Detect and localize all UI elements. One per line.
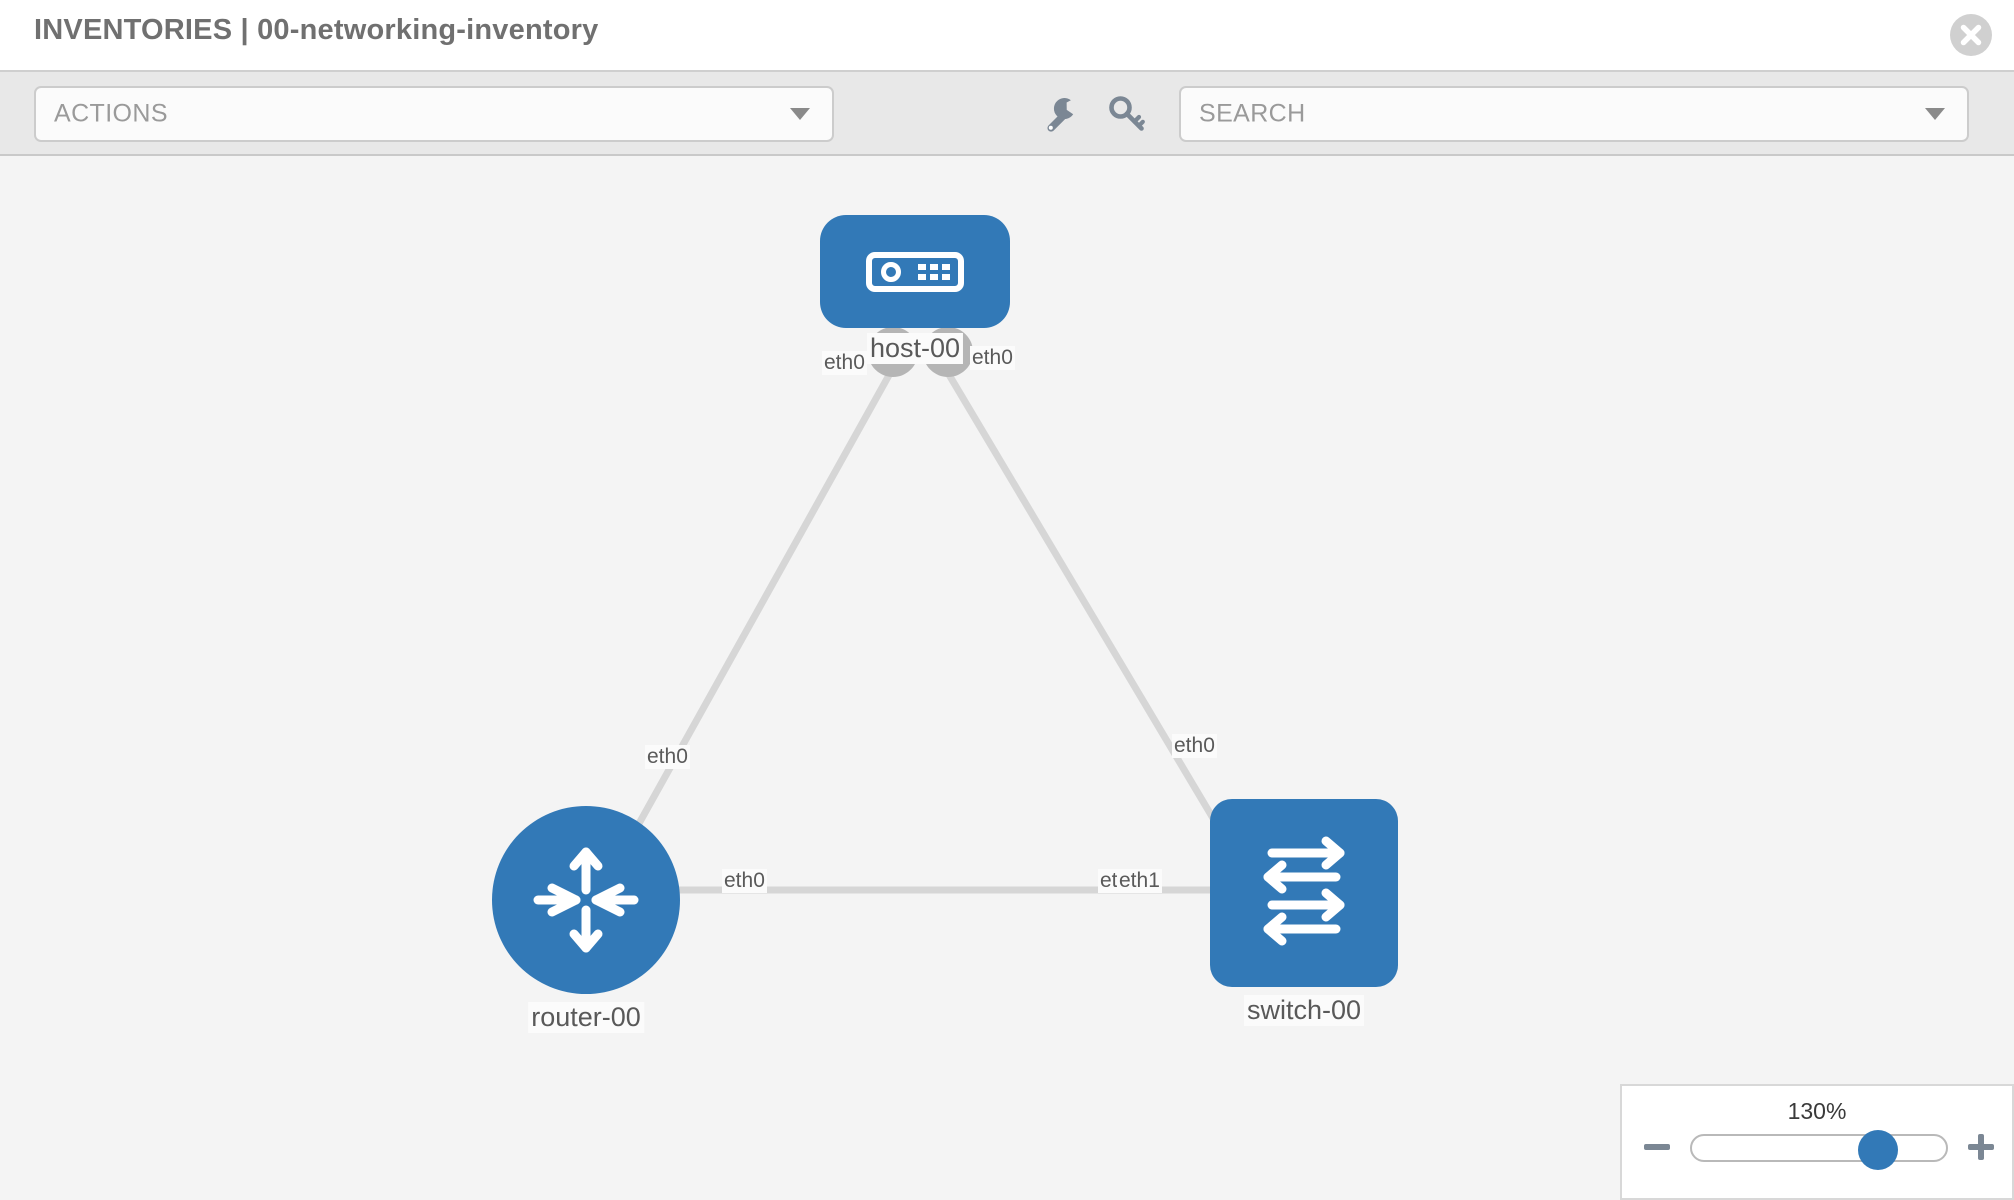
node-label-router-00: router-00: [528, 1002, 644, 1033]
page-header: INVENTORIES | 00-networking-inventory: [0, 0, 2014, 70]
interface-label-switch-up: eth0: [1172, 734, 1217, 758]
node-label-switch-00: switch-00: [1243, 995, 1365, 1026]
interface-label-host-right: eth0: [970, 346, 1015, 370]
link-host-switch[interactable]: [941, 366, 1249, 874]
router-icon: [533, 847, 639, 953]
node-host-00[interactable]: host-00: [820, 215, 1010, 364]
switch-node-shape[interactable]: [1210, 799, 1398, 987]
actions-dropdown-label: ACTIONS: [54, 99, 168, 128]
zoom-level-value: 130%: [1787, 1098, 1847, 1124]
search-placeholder: SEARCH: [1199, 99, 1306, 128]
interface-label-host-left: eth0: [822, 351, 867, 375]
chevron-down-icon: [790, 108, 810, 120]
topology-canvas[interactable]: host-00 router-00: [0, 156, 2014, 1200]
close-icon[interactable]: [1950, 14, 1992, 56]
zoom-control-panel: 130%: [1620, 1084, 2014, 1200]
minus-icon[interactable]: [1640, 1130, 1674, 1164]
zoom-slider-thumb[interactable]: [1858, 1130, 1898, 1170]
server-icon: [866, 251, 964, 292]
chevron-down-icon: [1925, 108, 1945, 120]
node-router-00[interactable]: router-00: [492, 806, 680, 1033]
page-title: INVENTORIES | 00-networking-inventory: [34, 14, 599, 46]
interface-label-router-up: eth0: [645, 745, 690, 769]
interface-label-switch-left-partial: et: [1098, 869, 1120, 893]
interface-label-switch-left: eth1: [1117, 869, 1162, 893]
link-host-router[interactable]: [608, 366, 897, 874]
toolbar: ACTIONS SEARCH: [0, 70, 2014, 156]
router-node-shape[interactable]: [492, 806, 680, 994]
interface-label-router-right: eth0: [722, 869, 767, 893]
search-input[interactable]: SEARCH: [1179, 86, 1969, 142]
host-node-shape[interactable]: [820, 215, 1010, 328]
wrench-icon[interactable]: [1038, 92, 1082, 136]
plus-icon[interactable]: [1964, 1130, 1998, 1164]
key-icon[interactable]: [1105, 92, 1149, 136]
node-switch-00[interactable]: switch-00: [1210, 799, 1398, 1026]
switch-icon: [1263, 836, 1345, 946]
zoom-slider[interactable]: [1690, 1130, 1948, 1170]
actions-dropdown[interactable]: ACTIONS: [34, 86, 834, 142]
node-label-host-00: host-00: [866, 333, 964, 364]
